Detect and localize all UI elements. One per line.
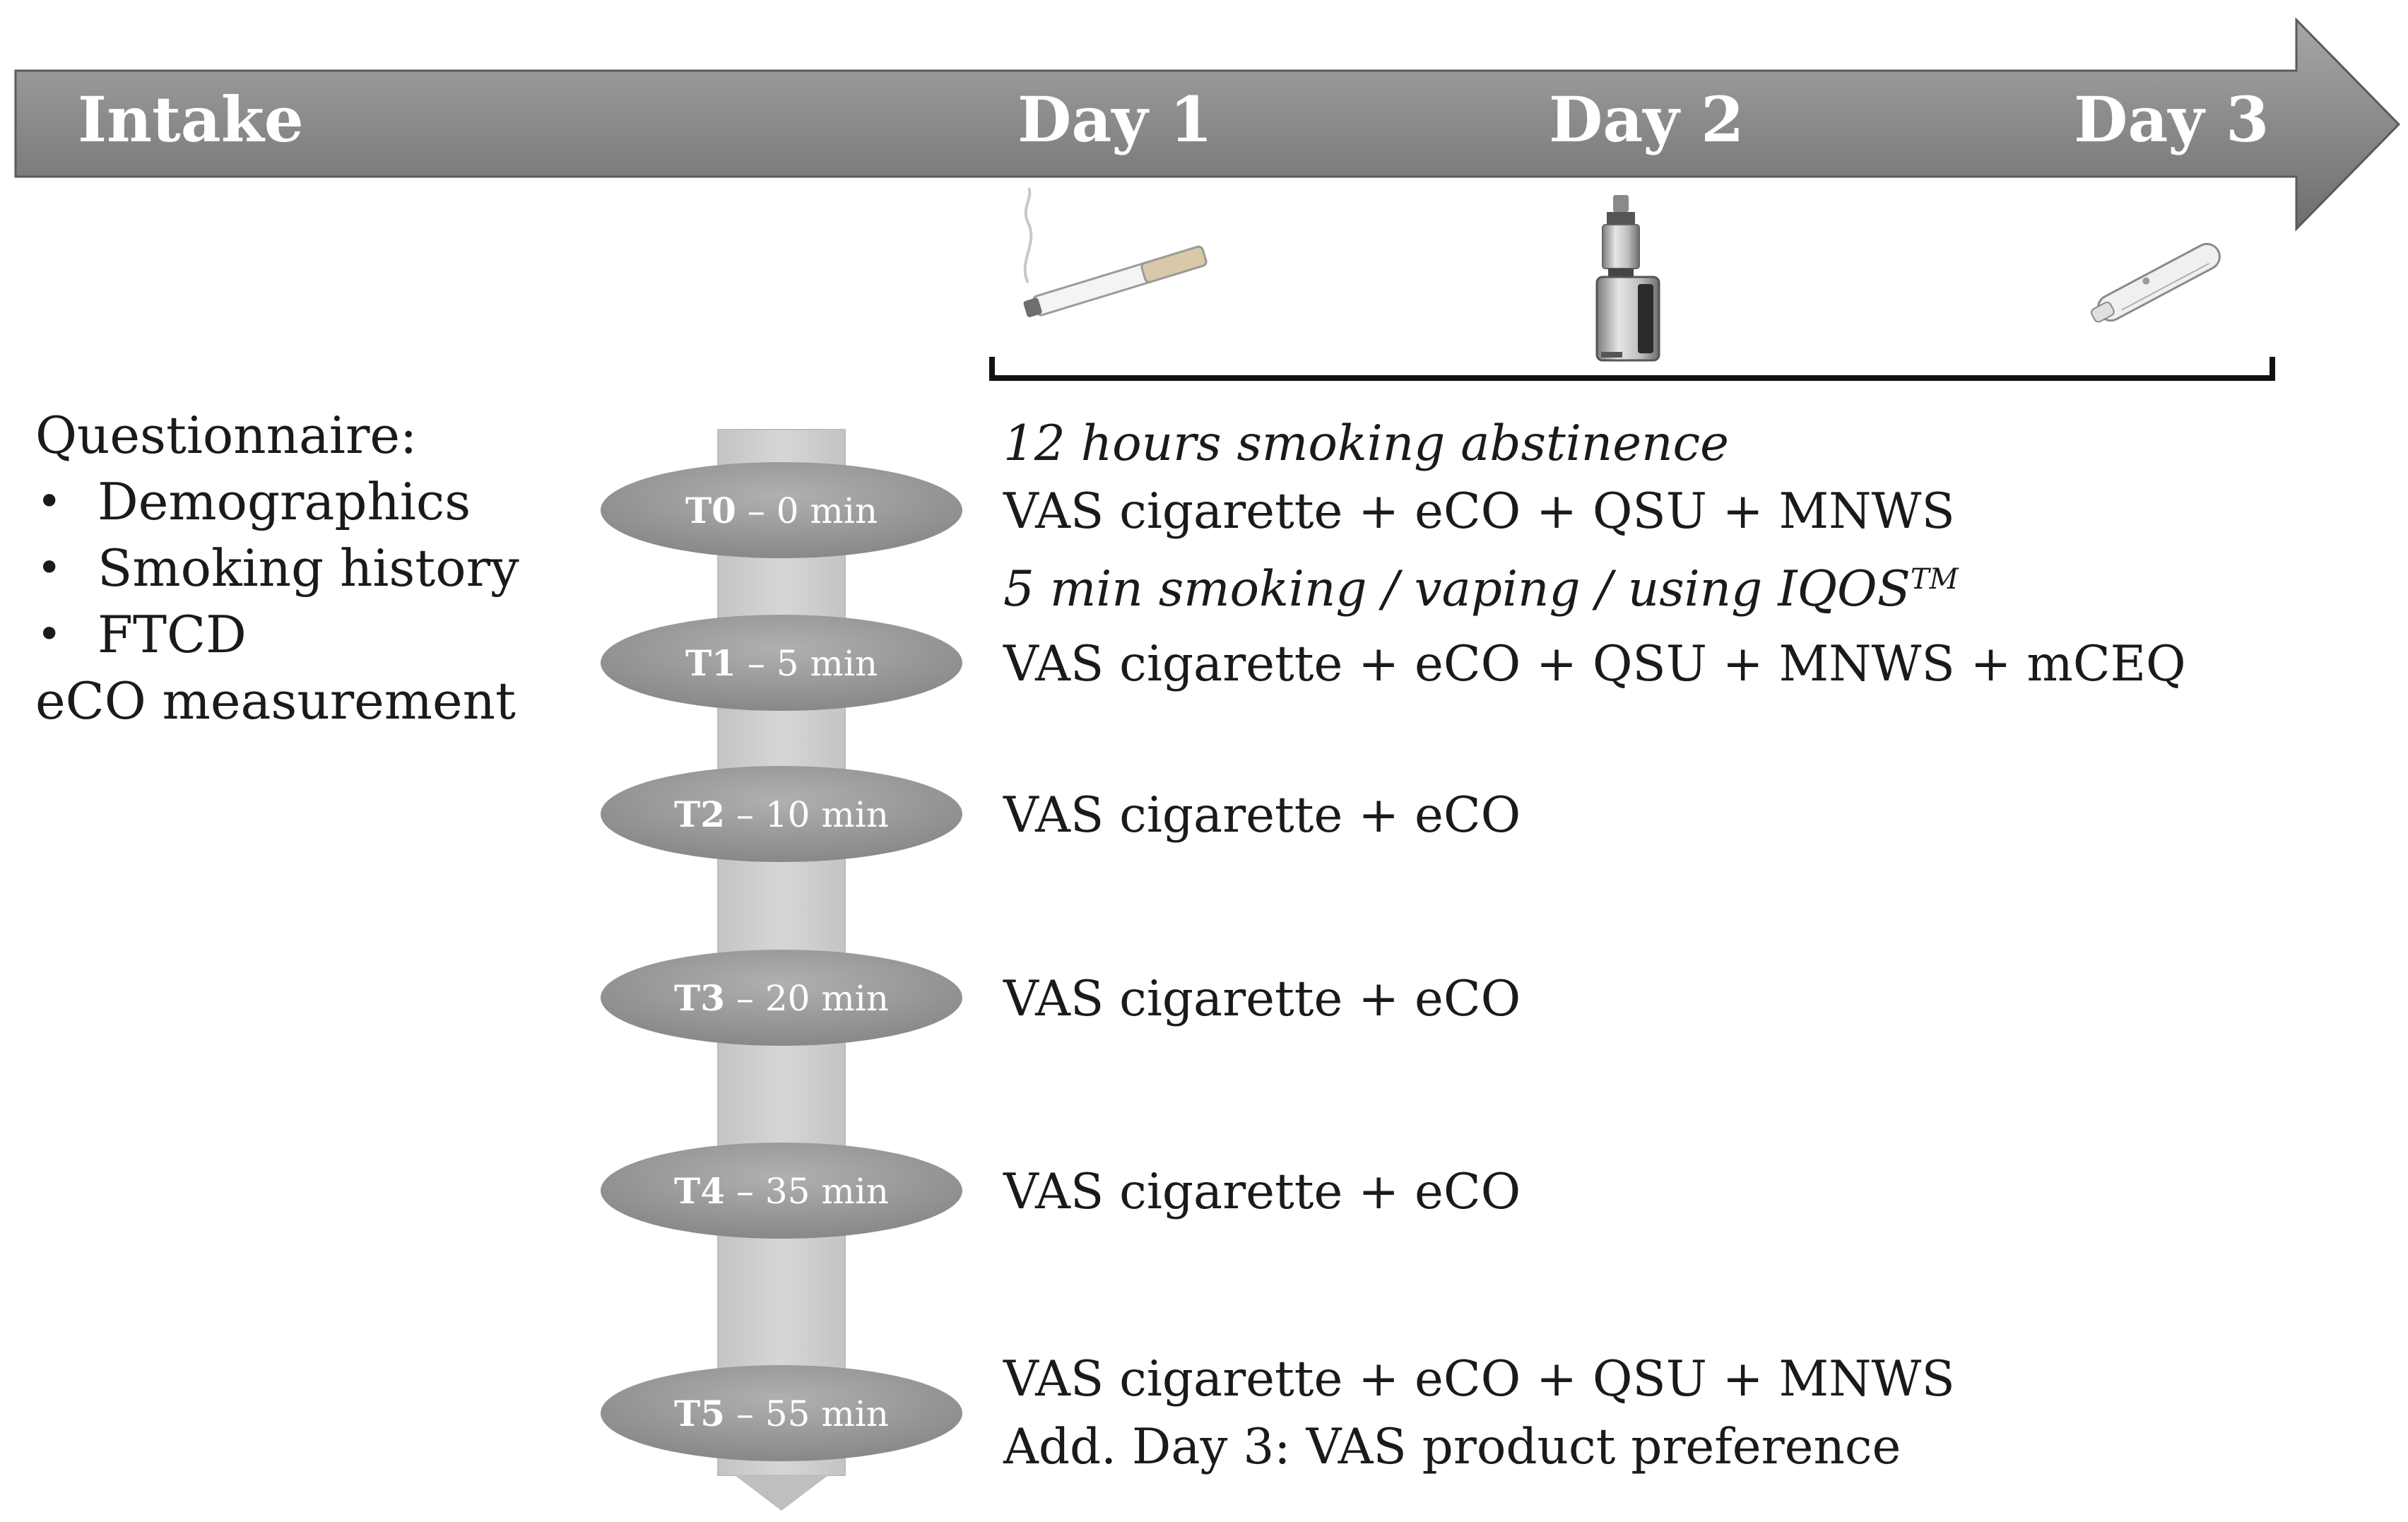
svg-text:T0 – 0 min: T0 – 0 min	[685, 490, 878, 531]
svg-text:T5 – 55 min: T5 – 55 min	[674, 1393, 889, 1434]
bullet-icon: •	[37, 543, 62, 593]
t5-preference: Add. Day 3: VAS product preference	[1003, 1419, 1901, 1475]
t1-measures: VAS cigarette + eCO + QSU + MNWS + mCEQ	[1003, 636, 2186, 692]
time-bar-arrowhead	[735, 1475, 828, 1511]
timepoint-code: T1	[685, 642, 736, 684]
timeline-label-day3: Day 3	[2074, 83, 2269, 156]
timepoint-t2: T2 – 10 min	[601, 766, 962, 862]
timeline-label-intake: Intake	[78, 83, 304, 156]
products-bracket	[989, 357, 2275, 381]
timepoint-t5: T5 – 55 min	[601, 1365, 962, 1461]
svg-text:T3 – 20 min: T3 – 20 min	[674, 977, 889, 1019]
cigarette-icon	[1023, 187, 1208, 317]
trademark-mark: TM	[1910, 563, 1959, 596]
timepoint-time: – 10 min	[725, 794, 889, 835]
bullet-icon: •	[37, 477, 62, 526]
timepoint-time: – 5 min	[736, 643, 878, 684]
intake-item-demographics: Demographics	[98, 472, 471, 531]
timeline-label-day1: Day 1	[1017, 83, 1212, 156]
timepoint-code: T2	[674, 794, 725, 835]
timepoint-time: – 35 min	[725, 1171, 889, 1212]
bullet-icon: •	[37, 610, 62, 659]
timeline-arrow	[14, 17, 2401, 232]
timepoint-code: T3	[674, 977, 725, 1019]
abstinence-text: 12 hours smoking abstinence	[1003, 415, 1729, 472]
t2-measures: VAS cigarette + eCO	[1003, 787, 1521, 844]
timepoint-time: – 55 min	[725, 1393, 889, 1434]
t3-measures: VAS cigarette + eCO	[1003, 971, 1521, 1027]
svg-text:T4 – 35 min: T4 – 35 min	[674, 1170, 889, 1212]
t4-measures: VAS cigarette + eCO	[1003, 1164, 1521, 1220]
questionnaire-title: Questionnaire:	[35, 406, 418, 465]
ecigarette-icon	[1595, 195, 1660, 362]
timepoint-t1: T1 – 5 min	[601, 615, 962, 711]
timepoint-time: – 20 min	[725, 978, 889, 1019]
svg-text:T2 – 10 min: T2 – 10 min	[674, 794, 889, 835]
intake-item-smoking-history: Smoking history	[98, 538, 519, 598]
product-use-label: 5 min smoking / vaping / using IQOS	[1003, 561, 1911, 618]
svg-text:T1 – 5 min: T1 – 5 min	[685, 642, 878, 684]
iqos-icon	[2091, 242, 2221, 323]
timepoint-code: T5	[674, 1393, 725, 1434]
intake-eco-measurement: eCO measurement	[35, 671, 516, 731]
t0-measures: VAS cigarette + eCO + QSU + MNWS	[1003, 483, 1955, 540]
timeline-label-day2: Day 2	[1549, 83, 1744, 156]
intake-item-ftcd: FTCD	[98, 605, 247, 664]
product-use-text: 5 min smoking / vaping / using IQOSTM	[1003, 565, 1959, 614]
timepoint-t4: T4 – 35 min	[601, 1143, 962, 1239]
timepoint-time: – 0 min	[736, 490, 878, 531]
t5-measures: VAS cigarette + eCO + QSU + MNWS	[1003, 1351, 1955, 1408]
timepoint-code: T4	[674, 1170, 725, 1212]
timepoint-code: T0	[685, 490, 736, 531]
timepoint-t3: T3 – 20 min	[601, 950, 962, 1046]
timepoint-t0: T0 – 0 min	[601, 462, 962, 558]
